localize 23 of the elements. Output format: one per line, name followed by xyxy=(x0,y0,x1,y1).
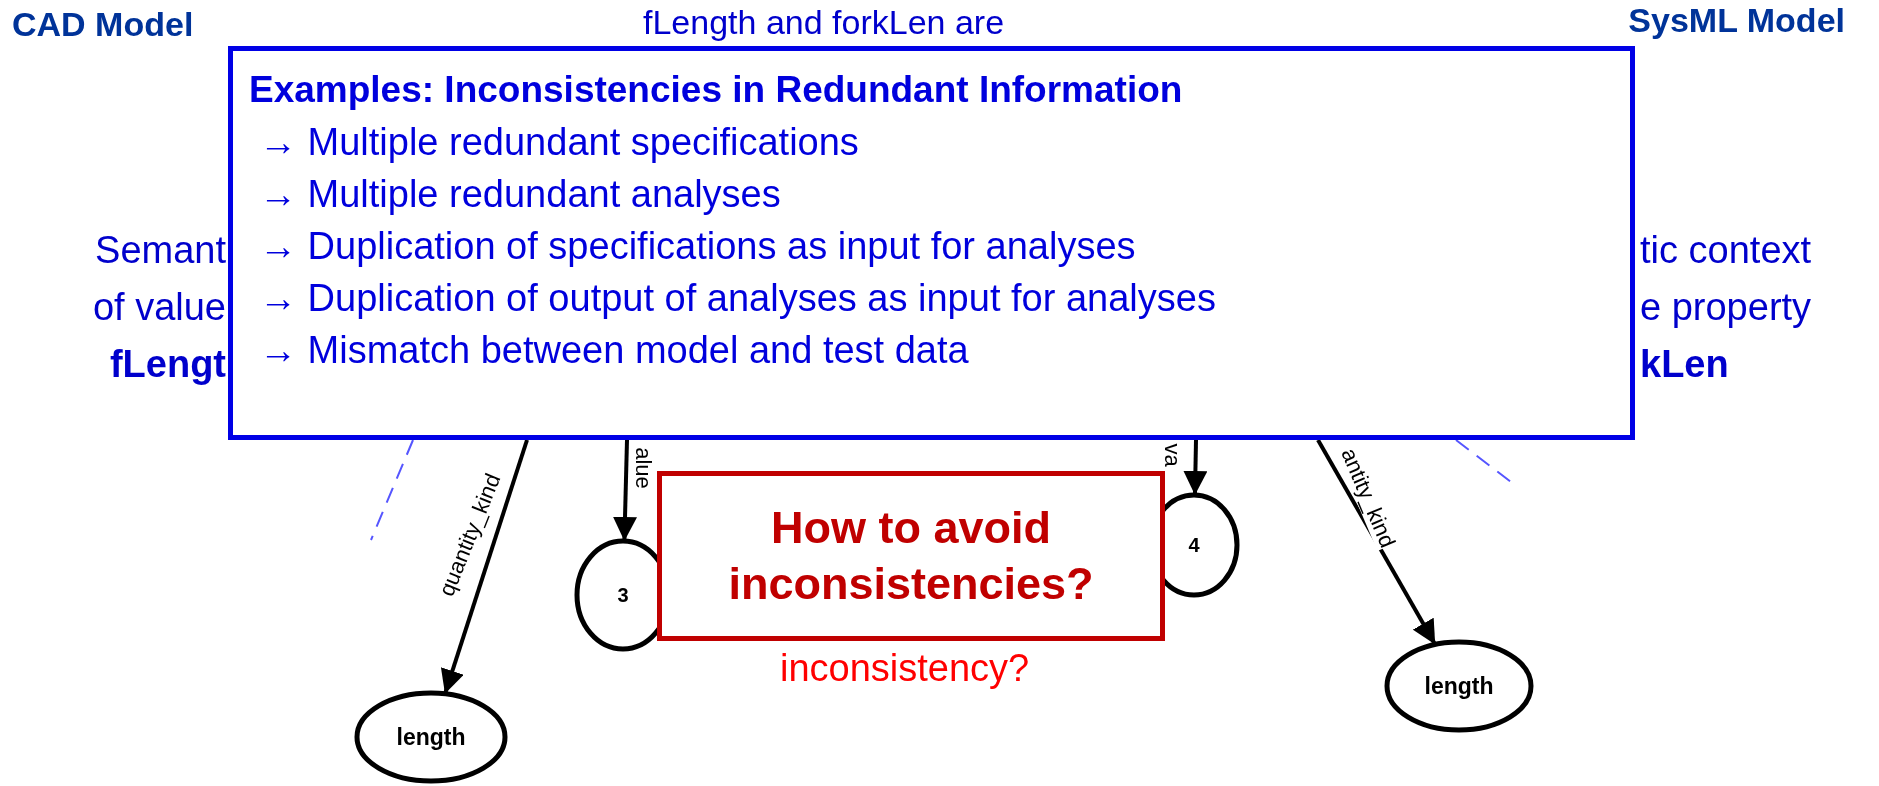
callout-heading: Examples: Inconsistencies in Redundant Information xyxy=(249,68,1183,112)
property-name: fLengt xyxy=(109,342,226,386)
model-title: SysML Model xyxy=(1628,0,1845,40)
note-text: fLength and forkLen are xyxy=(643,2,1005,42)
bullet-item: → Duplication of output of analyses as input for analyses xyxy=(259,276,1216,321)
context-text: e property xyxy=(1640,285,1812,329)
node-label: length xyxy=(396,723,466,751)
callout-box xyxy=(228,46,1635,440)
context-text: of value xyxy=(92,285,226,329)
question-text: How to avoid inconsistencies? xyxy=(727,501,1095,611)
bullet-item: → Multiple redundant specifications xyxy=(259,120,859,165)
bullet-item: → Duplication of specifications as input for analyses xyxy=(259,224,1136,269)
bullet-item: → Multiple redundant analyses xyxy=(259,172,781,217)
node-label: length xyxy=(1424,672,1494,700)
bullet-item: → Mismatch between model and test data xyxy=(259,328,969,373)
node-label: 4 xyxy=(1188,533,1200,557)
context-text: Semant xyxy=(95,228,226,272)
node-label: 3 xyxy=(617,583,629,607)
context-text: tic context xyxy=(1640,228,1812,272)
model-title: CAD Model xyxy=(12,4,194,44)
property-name: kLen xyxy=(1640,342,1729,386)
warning-text: inconsistency? xyxy=(780,646,1030,690)
question-box xyxy=(657,471,1165,641)
